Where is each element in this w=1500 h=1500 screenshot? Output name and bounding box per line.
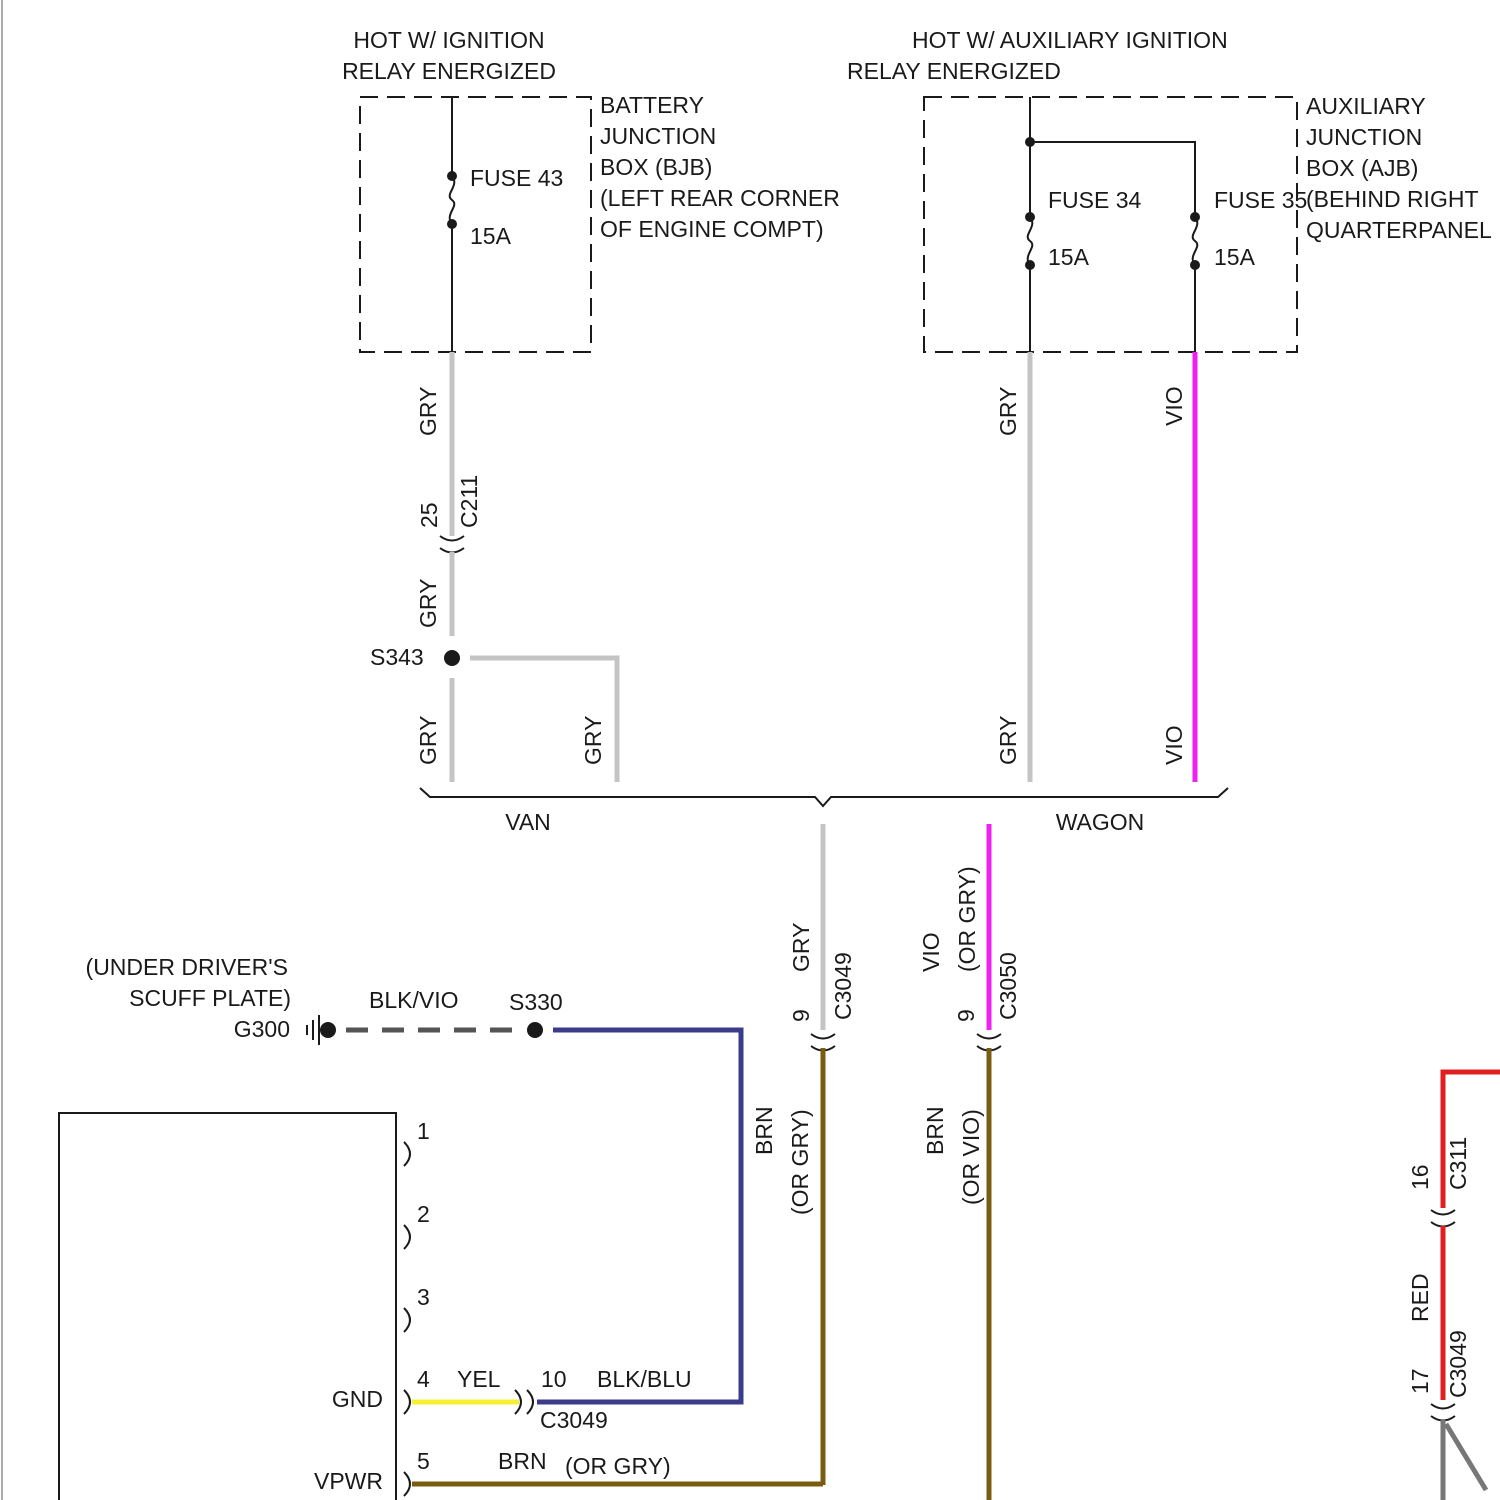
s330-label: S330: [509, 989, 563, 1015]
wire-label-gry-1: GRY: [415, 387, 441, 436]
right-header-line2: RELAY ENERGIZED: [847, 58, 1061, 84]
wire-label-brn-2: BRN: [922, 1106, 948, 1155]
bjb-label-line4: (LEFT REAR CORNER: [600, 185, 840, 211]
wire-label-gry-3: GRY: [415, 716, 441, 765]
fuse34-name: FUSE 34: [1048, 187, 1142, 213]
wire-label-brn-3: BRN: [498, 1448, 547, 1474]
fuse34-rating: 15A: [1048, 244, 1090, 270]
ajb-label-line1: AUXILIARY: [1306, 93, 1426, 119]
module-pin2: 2: [417, 1201, 430, 1227]
wire-label-yel: YEL: [457, 1366, 501, 1392]
fuse43-terminal-top: [447, 171, 457, 181]
module-gnd-label: GND: [332, 1386, 383, 1412]
wire-label-red: RED: [1407, 1273, 1433, 1322]
c3050-pin-9: 9: [953, 1009, 979, 1022]
module-pin5: 5: [417, 1448, 430, 1474]
variant-brace: [420, 788, 1228, 806]
fuse35-name: FUSE 35: [1214, 187, 1307, 213]
fuse43-rating: 15A: [470, 223, 512, 249]
ground-terminal: [320, 1022, 336, 1038]
variant-van: VAN: [505, 809, 551, 835]
fuse34-terminal-top: [1025, 212, 1035, 222]
wire-label-vio-1: VIO: [1161, 386, 1187, 426]
c311-label: C311: [1445, 1137, 1471, 1190]
wire-label-or-gry-3: (OR GRY): [565, 1453, 671, 1479]
module-pin1-connector: [404, 1142, 410, 1166]
module-pin2-connector: [404, 1225, 410, 1249]
left-header-line2: RELAY ENERGIZED: [342, 58, 556, 84]
module-pin4: 4: [417, 1366, 430, 1392]
wire-label-or-gry-2: (OR GRY): [954, 866, 980, 972]
bjb-label-line5: OF ENGINE COMPT): [600, 216, 824, 242]
ajb-label-line4: (BEHIND RIGHT: [1306, 186, 1479, 212]
fuse34-symbol: [1028, 217, 1033, 265]
ground-name: G300: [234, 1016, 290, 1042]
module-pin4-connector: [404, 1390, 410, 1414]
c3050-label: C3050: [995, 952, 1021, 1020]
wire-label-vio-3: VIO: [918, 932, 944, 972]
fuse43-symbol: [450, 176, 455, 224]
module-vpwr-label: VPWR: [314, 1468, 383, 1494]
c3049-pin-9: 9: [788, 1009, 814, 1022]
bjb-label-line3: BOX (BJB): [600, 154, 712, 180]
bjb-label-line1: BATTERY: [600, 92, 704, 118]
wire-label-or-vio: (OR VIO): [958, 1109, 984, 1205]
left-header-line1: HOT W/ IGNITION: [353, 27, 544, 53]
s343-label: S343: [370, 644, 424, 670]
wire-label-vio-2: VIO: [1161, 725, 1187, 765]
fuse35-terminal-top: [1190, 212, 1200, 222]
c311-connector-symbol: [1431, 1210, 1455, 1227]
module-pin3: 3: [417, 1284, 430, 1310]
c211-label: C211: [456, 475, 482, 528]
wire-label-gry-4: GRY: [580, 716, 606, 765]
wire-label-gry-6: GRY: [995, 716, 1021, 765]
bjb-label-line2: JUNCTION: [600, 123, 716, 149]
ajb-box: [924, 97, 1297, 352]
c3049-pin-10: 10: [541, 1366, 567, 1392]
c3049-right-pin: 17: [1407, 1368, 1433, 1394]
wire-label-blk-vio: BLK/VIO: [369, 987, 458, 1013]
c211-connector-symbol: [440, 536, 464, 553]
c311-pin: 16: [1407, 1164, 1433, 1190]
wire-label-blk-blu: BLK/BLU: [597, 1366, 692, 1392]
variant-wagon: WAGON: [1056, 809, 1145, 835]
wire-label-gry-5: GRY: [995, 387, 1021, 436]
ajb-label-line5: QUARTERPANEL: [1306, 217, 1492, 243]
wire-label-brn-1: BRN: [751, 1106, 777, 1155]
fuse43-name: FUSE 43: [470, 165, 563, 191]
ajb-label-line2: JUNCTION: [1306, 124, 1422, 150]
ajb-label-line3: BOX (AJB): [1306, 155, 1418, 181]
wire-label-gry-2: GRY: [415, 579, 441, 628]
wire-gray-right-diagonal: [1446, 1424, 1486, 1490]
module-pin3-connector: [404, 1308, 410, 1332]
ajb-label: AUXILIARY JUNCTION BOX (AJB) (BEHIND RIG…: [1306, 93, 1492, 243]
c3049-right-label: C3049: [1445, 1330, 1471, 1398]
fuse35-rating: 15A: [1214, 244, 1256, 270]
wire-blk-blu: [537, 1030, 741, 1402]
right-header-line1: HOT W/ AUXILIARY IGNITION: [912, 27, 1228, 53]
ajb-bus-node: [1025, 137, 1035, 147]
c211-pin: 25: [416, 502, 442, 528]
fuse35-symbol: [1193, 217, 1198, 265]
module-pin1: 1: [417, 1118, 430, 1144]
s343-splice: [444, 650, 460, 666]
s330-splice: [527, 1022, 543, 1038]
c3049-label-top: C3049: [830, 952, 856, 1020]
module-box: [59, 1113, 396, 1500]
bjb-label: BATTERY JUNCTION BOX (BJB) (LEFT REAR CO…: [600, 92, 840, 242]
wire-label-gry-7: GRY: [788, 923, 814, 972]
module-pin5-connector: [404, 1472, 410, 1496]
c3049-right-connector-symbol: [1431, 1404, 1455, 1421]
ground-location-line1: (UNDER DRIVER'S: [86, 954, 288, 980]
c3049-label-gnd: C3049: [540, 1407, 608, 1433]
wire-label-or-gry-1: (OR GRY): [787, 1109, 813, 1215]
ground-location-line2: SCUFF PLATE): [129, 985, 291, 1011]
